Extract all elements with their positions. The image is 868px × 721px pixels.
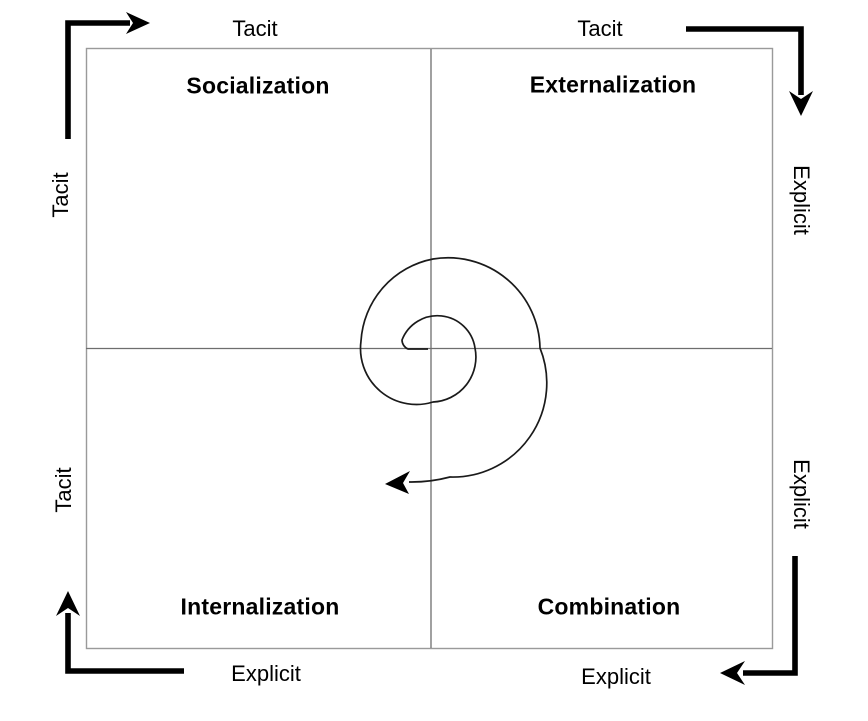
quadrant-label-socialization: Socialization [186,72,330,99]
edge-label-tacit-left-lower: Tacit [51,467,76,513]
edge-label-explicit-bottom-left: Explicit [231,661,301,686]
corner-arrow-top-left-icon [65,12,150,139]
edge-label-tacit-top-right: Tacit [577,16,623,41]
spiral-path [359,256,548,483]
arrow-head-left-icon [720,661,745,685]
corner-arrow-bottom-right-icon [720,556,798,685]
quadrant-label-internalization: Internalization [180,593,340,620]
arrow-shaft [65,613,184,674]
arrow-head-up-icon [56,591,80,616]
arrow-shaft [65,20,130,139]
arrow-head-right-icon [126,12,150,34]
edge-label-explicit-right-lower: Explicit [789,459,814,529]
edge-label-tacit-left-upper: Tacit [48,172,73,218]
corner-arrow-top-right-icon [686,26,813,116]
knowledge-spiral-icon [359,256,548,494]
quadrant-label-combination: Combination [537,593,681,620]
edge-label-tacit-top-left: Tacit [232,16,278,41]
edge-label-explicit-right-upper: Explicit [789,165,814,235]
arrow-shaft [743,556,798,676]
edge-label-explicit-bottom-right: Explicit [581,664,651,689]
corner-arrow-bottom-left-icon [56,591,184,674]
arrow-shaft [686,26,804,95]
spiral-arrow-head-icon [385,471,410,494]
arrow-head-down-icon [789,91,813,116]
quadrant-label-externalization: Externalization [529,71,697,98]
